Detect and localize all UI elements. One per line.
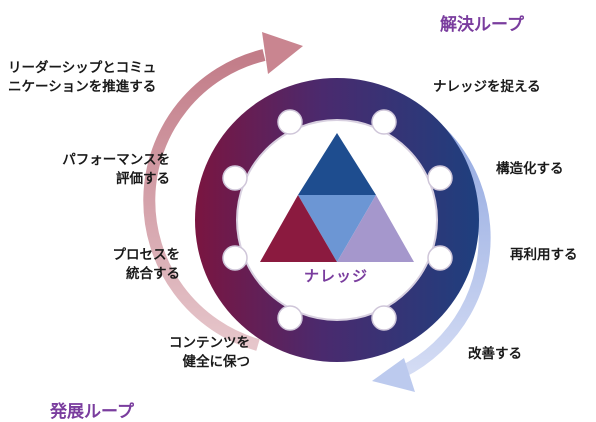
step-maintain-content: コンテンツを 健全に保つ [130,334,250,372]
develop-loop-title: 発展ループ [50,402,134,422]
ring-holes [222,109,453,331]
step-leadership: リーダーシップとコミュ ニケーションを推進する [8,59,156,97]
center-label: ナレッジ [304,267,369,285]
ring-hole [222,165,248,191]
triangle-center [298,195,376,262]
triangle-right [337,195,414,262]
ring-hole [277,109,303,135]
solve-loop-title: 解決ループ [440,15,524,35]
step-integrate-process-line1: プロセスを [112,247,181,263]
step-capture-knowledge: ナレッジを捉える [433,79,541,95]
ring-hole [427,245,453,271]
step-leadership-line1: リーダーシップとコミュ [8,60,157,76]
step-integrate-process-line2: 統合する [126,266,180,282]
develop-loop-arrow [143,32,303,351]
ring-hole [277,305,303,331]
step-evaluate-performance: パフォーマンスを 評価する [40,151,170,189]
knowledge-triangle [260,133,414,262]
step-improve: 改善する [468,346,522,362]
ring-hole [222,245,248,271]
ring-hole [371,109,397,135]
step-integrate-process: プロセスを 統合する [70,246,181,284]
ring-hole [371,305,397,331]
ring-hole [427,165,453,191]
step-evaluate-performance-line1: パフォーマンスを [62,152,170,168]
step-maintain-content-line1: コンテンツを [169,335,250,351]
step-structure: 構造化する [496,161,564,177]
step-reuse: 再利用する [510,247,578,263]
triangle-top [298,133,376,195]
step-leadership-line2: ニケーションを推進する [8,79,157,95]
step-maintain-content-line2: 健全に保つ [182,354,251,370]
step-evaluate-performance-line2: 評価する [116,171,170,187]
triangle-left [260,195,337,262]
